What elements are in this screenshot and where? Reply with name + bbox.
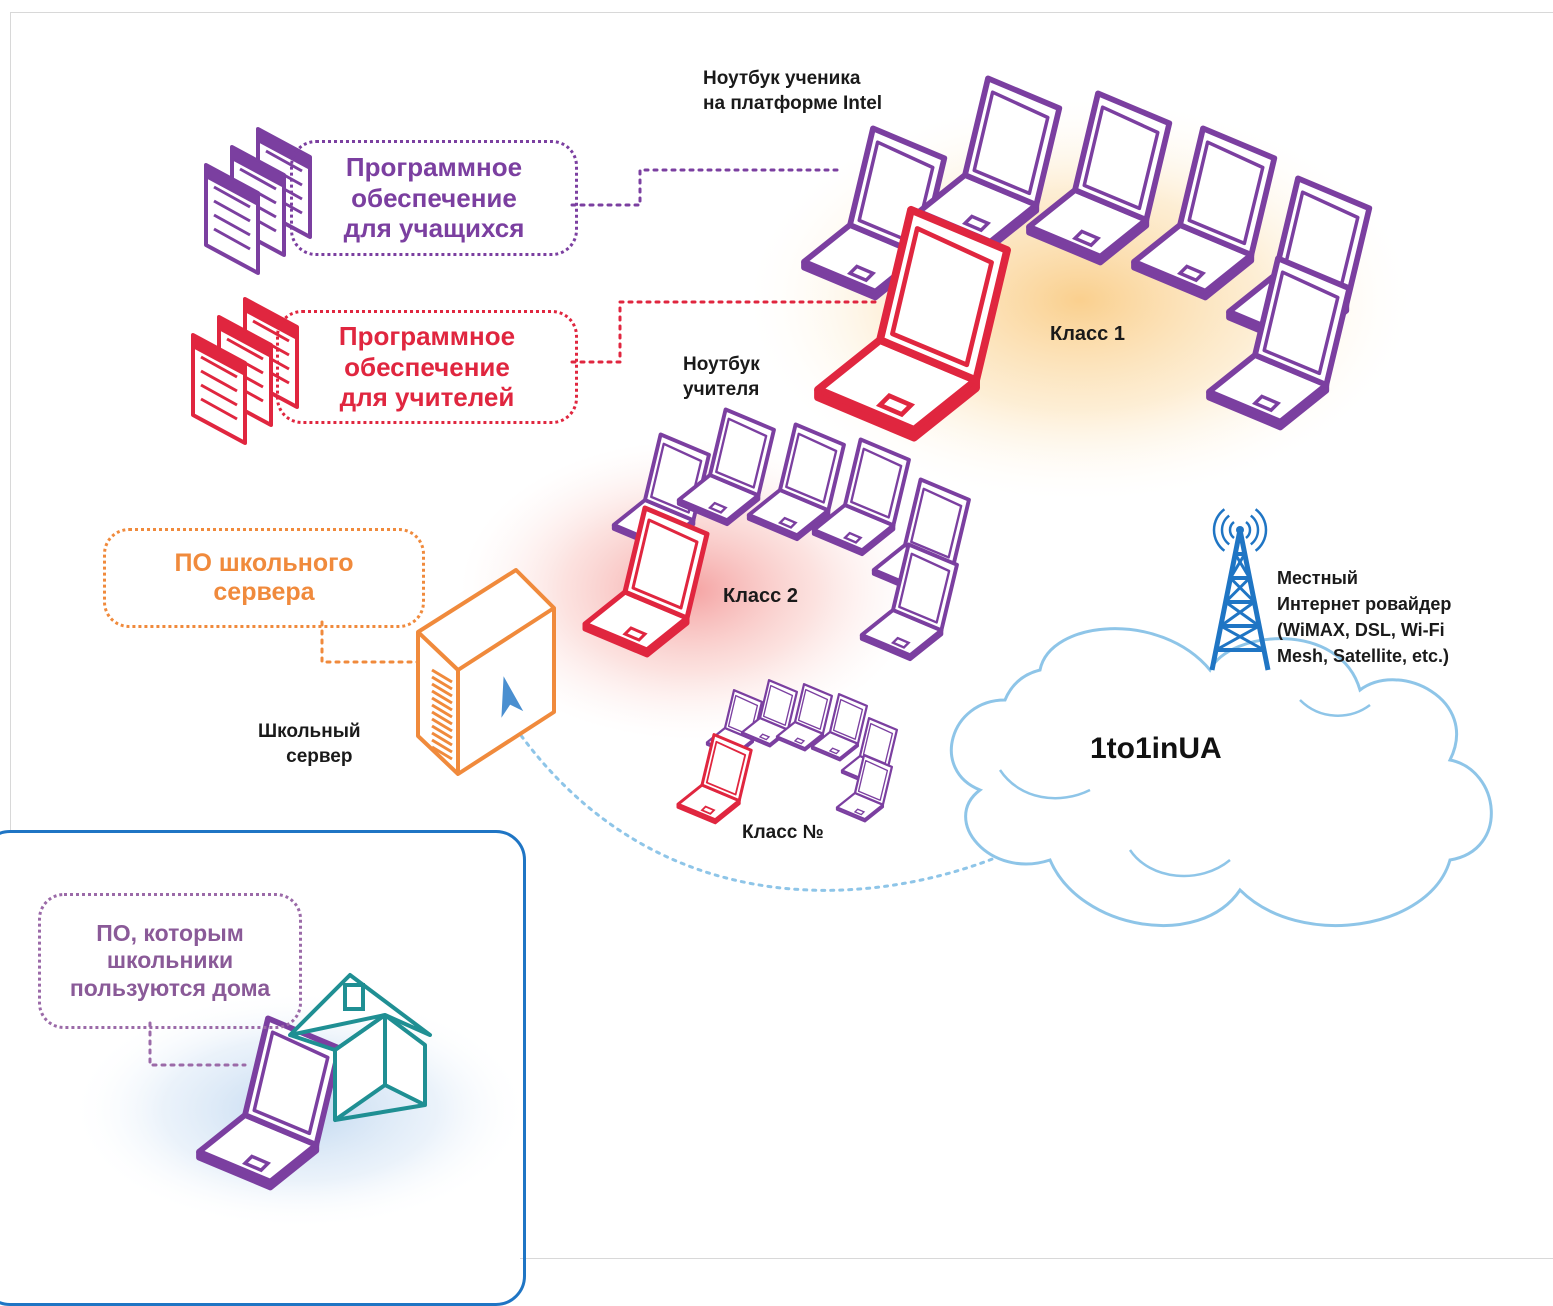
teacher-software-link — [570, 300, 882, 364]
frame-left-line — [10, 12, 11, 832]
teacher-software-line-2: обеспечение — [344, 351, 510, 382]
internet-to-server-link — [508, 718, 1027, 892]
home-software-line-1: ПО, которым — [96, 920, 244, 947]
signal-wave-left-2 — [1220, 514, 1231, 546]
home-laptop — [196, 1015, 343, 1191]
server-software-line-1: ПО школьного — [174, 548, 354, 577]
signal-wave-right-2 — [1249, 514, 1260, 546]
school-server-label-line-2: сервер — [286, 746, 353, 767]
house-icon — [288, 973, 432, 1122]
classN-student-laptop-3 — [775, 683, 834, 752]
teacher-laptop-label-line-1: Ноутбук — [683, 354, 760, 375]
student-software-box: Программное обеспечение для учащихся — [290, 140, 578, 256]
class2-label: Класс 2 — [723, 585, 798, 607]
frame-bottom-line — [520, 1258, 1553, 1259]
student-laptop-label: Ноутбук ученика на платформе Intel — [703, 66, 882, 116]
isp-label-line-3: (WiMAX, DSL, Wi-Fi — [1277, 620, 1445, 640]
class2-student-laptop-2 — [676, 407, 776, 527]
signal-wave-right-3 — [1254, 508, 1268, 552]
class2-student-laptop-6 — [859, 542, 959, 662]
classN-teacher-laptop — [676, 733, 753, 825]
home-software-line-3: пользуются дома — [69, 974, 271, 1001]
teacher-software-document-stack-icon — [191, 297, 299, 445]
teacher-software-line-1: Программное — [338, 320, 516, 351]
teacher-software-box: Программное обеспечение для учителей — [276, 310, 578, 424]
student-software-line-2: обеспечение — [351, 182, 517, 213]
class1-label: Класс 1 — [1050, 323, 1125, 345]
cloud-inner-lines — [998, 699, 1371, 878]
teacher-laptop-label: Ноутбук учителя — [683, 352, 760, 402]
student-software-link — [570, 168, 845, 207]
student-laptop-label-line-2: на платформе Intel — [703, 93, 883, 114]
class1-teacher-laptop — [814, 205, 1011, 442]
class2-student-laptop-4 — [811, 437, 911, 557]
classN-student-laptop-6 — [835, 754, 894, 823]
class1-student-laptop-6 — [1206, 255, 1353, 431]
server-tower-icon — [416, 568, 556, 776]
isp-label-line-1: Местный — [1277, 568, 1358, 588]
antenna-tower-icon — [1209, 508, 1271, 671]
house-chimney — [343, 983, 365, 1011]
classN-label: Класс № — [742, 822, 824, 843]
student-software-line-3: для учащихся — [343, 213, 525, 244]
isp-label: Местный Интернет ровайдер (WiMAX, DSL, W… — [1277, 565, 1451, 669]
classN-student-laptop-4 — [810, 693, 869, 762]
school-server-label-line-1: Школьный — [258, 721, 361, 742]
cursor-arrow-icon — [501, 676, 524, 718]
school-server-label: Школьный сервер — [258, 719, 361, 769]
isp-label-line-4: Mesh, Satellite, etc.) — [1277, 646, 1450, 666]
home-software-line-2: школьники — [106, 947, 234, 974]
cloud-icon — [950, 627, 1493, 928]
signal-wave-right-1 — [1245, 521, 1252, 539]
class1-student-laptop-4 — [1131, 125, 1278, 301]
class2-teacher-laptop — [582, 505, 710, 658]
student-software-line-1: Программное — [345, 151, 523, 182]
signal-wave-left-3 — [1212, 508, 1226, 552]
home-software-box: ПО, которым школьники пользуются дома — [38, 893, 302, 1029]
isp-label-line-2: Интернет ровайдер — [1277, 594, 1452, 614]
teacher-laptop-label-line-2: учителя — [683, 379, 760, 400]
class2-student-laptop-3 — [746, 422, 846, 542]
teacher-software-line-3: для учителей — [339, 382, 515, 413]
class1-student-laptop-3 — [1026, 90, 1173, 266]
network-diagram: Программное обеспечение для учащихся Про… — [0, 12, 1553, 1306]
server-software-link — [320, 620, 420, 664]
frame-top-line — [10, 12, 1553, 13]
signal-wave-left-1 — [1228, 521, 1235, 539]
cloud-label: 1to1inUA — [1090, 732, 1222, 765]
server-software-box: ПО школьного сервера — [103, 528, 425, 628]
server-software-line-2: сервера — [213, 578, 315, 606]
student-laptop-label-line-1: Ноутбук ученика — [703, 68, 861, 89]
